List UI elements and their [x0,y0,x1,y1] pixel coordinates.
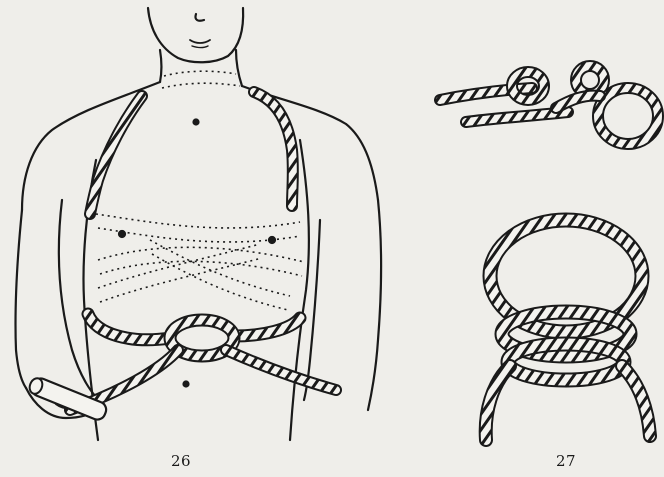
figure-27-knot-lower [486,220,650,440]
navel [184,382,189,387]
arm-left-inner [59,200,104,404]
arm-right-inner [304,220,320,400]
arm-right-outer [368,200,381,410]
arm-left-outer [15,210,26,388]
neck-left [160,50,162,82]
sternum-mark [194,120,199,125]
shoulder-right [242,86,378,200]
figure-27-knot-upper [440,66,658,144]
mouth [190,40,210,43]
neck-right [236,50,242,86]
mouth-lower [192,46,208,48]
nose [195,14,204,21]
figure-26-torso [15,8,381,440]
figure-number-26: 26 [171,452,191,470]
figure-number-27: 27 [556,452,576,470]
